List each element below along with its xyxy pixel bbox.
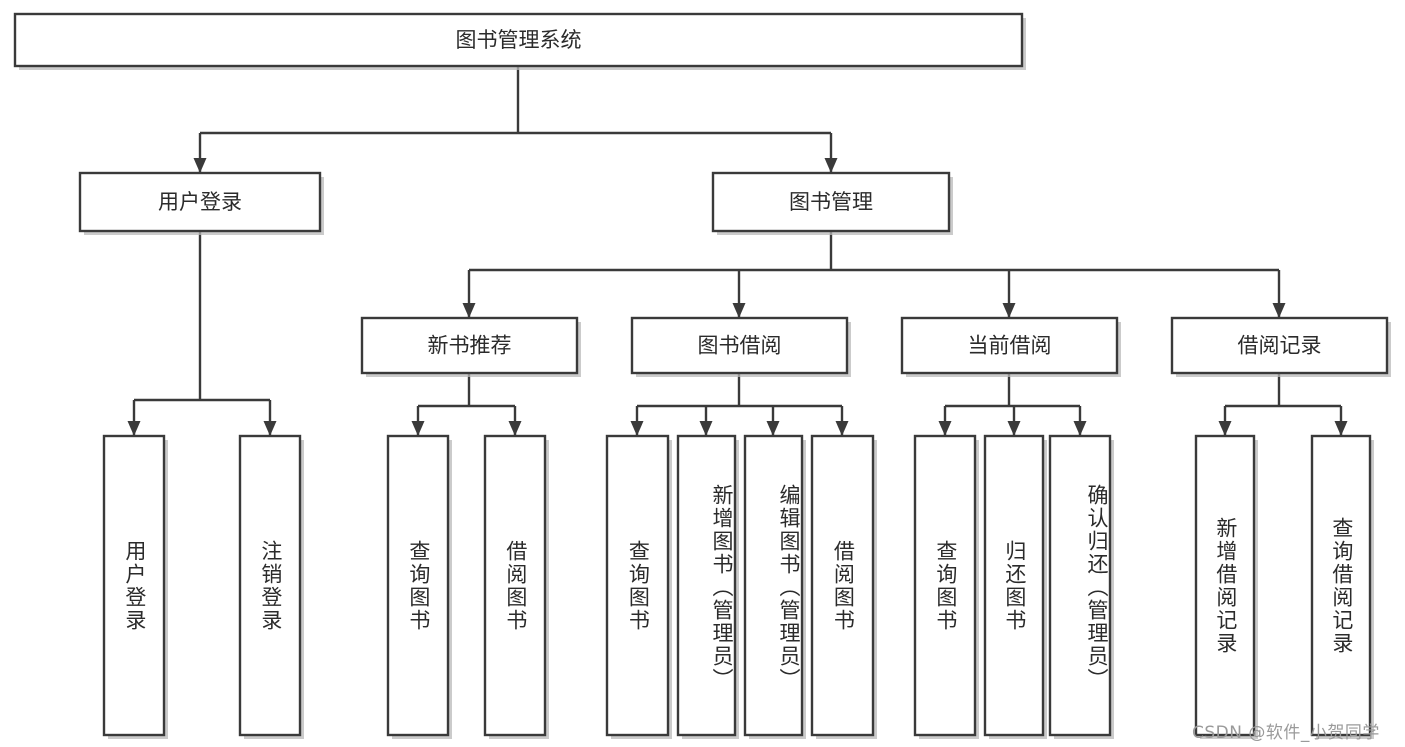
connector-bookborrow-to-leaves [630,373,849,436]
arrow-head-icon [766,421,780,436]
node-rect[interactable] [238,434,302,737]
node-rect[interactable] [360,316,579,375]
node-new-book-recommend[interactable] [360,316,581,377]
node-current-borrow[interactable] [900,316,1121,377]
node-borrow-record[interactable] [1170,316,1391,377]
arrow-head-icon [1073,421,1087,436]
arrow-head-icon [835,421,849,436]
connector-currentborrow-to-leaves [938,373,1087,436]
arrow-head-icon [824,158,838,173]
connector-userlogin-to-leaves [127,231,277,436]
node-label: 图书管理 [789,190,873,214]
arrow-head-icon [462,303,476,318]
node-leaf-query-record[interactable] [1310,434,1374,739]
node-rect[interactable] [1170,316,1389,375]
node-leaf-return-book[interactable] [983,434,1047,739]
node-leaf-edit-book[interactable] [743,434,806,739]
connectors-layer [127,66,1348,436]
node-root[interactable] [13,12,1026,70]
node-label: 当前借阅 [968,334,1052,358]
node-leaf-user-logout[interactable] [238,434,304,739]
node-label: 借阅记录 [1238,334,1322,358]
node-rect[interactable] [676,434,737,737]
node-rect[interactable] [78,171,322,233]
boxes-layer [13,12,1391,739]
arrow-head-icon [411,421,425,436]
node-rect[interactable] [711,171,951,233]
node-leaf-query-book-rec[interactable] [386,434,452,739]
node-rect[interactable] [102,434,166,737]
node-book-borrow[interactable] [630,316,851,377]
connector-bookmanage-to-level2 [462,231,1286,318]
node-leaf-add-record[interactable] [1194,434,1258,739]
node-rect[interactable] [1310,434,1372,737]
arrow-head-icon [732,303,746,318]
arrow-head-icon [263,421,277,436]
connector-newbook-to-leaves [411,373,522,436]
node-leaf-query-book-current[interactable] [913,434,979,739]
arrow-head-icon [1272,303,1286,318]
node-leaf-add-book[interactable] [676,434,739,739]
node-label: 图书借阅 [698,334,782,358]
arrow-head-icon [1002,303,1016,318]
node-rect[interactable] [630,316,849,375]
node-rect[interactable] [483,434,547,737]
node-user-login[interactable] [78,171,324,235]
arrow-head-icon [127,421,141,436]
arrow-head-icon [1334,421,1348,436]
node-rect[interactable] [1194,434,1256,737]
node-rect[interactable] [13,12,1024,68]
node-label: 用户登录 [158,190,242,214]
arrow-head-icon [1007,421,1021,436]
arrow-head-icon [630,421,644,436]
node-label: 图书管理系统 [456,28,582,52]
node-rect[interactable] [605,434,670,737]
arrow-head-icon [699,421,713,436]
arrow-head-icon [938,421,952,436]
arrow-head-icon [1218,421,1232,436]
node-leaf-borrow-book[interactable] [810,434,877,739]
node-leaf-user-login[interactable] [102,434,168,739]
node-rect[interactable] [810,434,875,737]
node-book-manage[interactable] [711,171,953,235]
watermark-text: CSDN @软件_小贺同学 [1192,723,1380,743]
node-leaf-confirm-return[interactable] [1048,434,1114,739]
node-leaf-borrow-book-rec[interactable] [483,434,549,739]
node-rect[interactable] [983,434,1045,737]
arrow-head-icon [193,158,207,173]
node-rect[interactable] [900,316,1119,375]
connector-borrowrecord-to-leaves [1218,373,1348,436]
connector-root-to-level1 [193,66,838,173]
node-leaf-query-book-borrow[interactable] [605,434,672,739]
node-label: 新书推荐 [428,334,512,358]
node-rect[interactable] [1048,434,1112,737]
node-rect[interactable] [386,434,450,737]
arrow-head-icon [508,421,522,436]
node-rect[interactable] [913,434,977,737]
node-rect[interactable] [743,434,804,737]
